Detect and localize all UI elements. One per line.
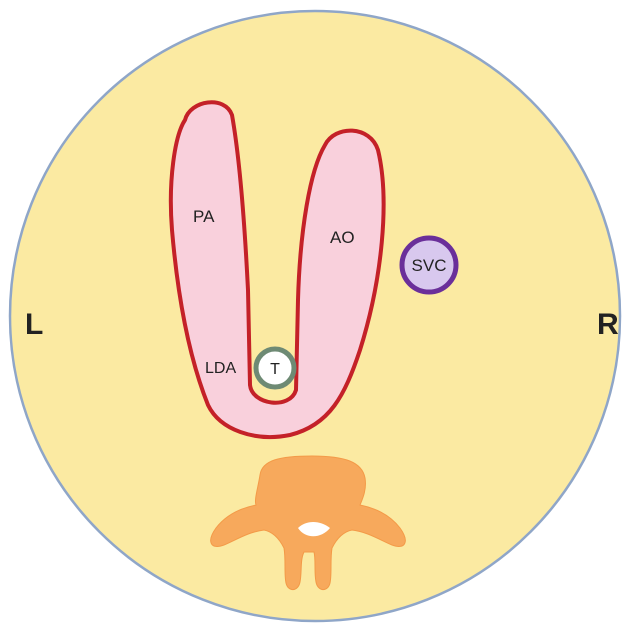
label-right: R <box>597 308 619 341</box>
label-svc: SVC <box>412 256 447 275</box>
label-trachea: T <box>270 361 280 378</box>
label-lda: LDA <box>205 360 236 377</box>
label-ao: AO <box>330 228 355 247</box>
label-pa: PA <box>193 207 215 226</box>
label-left: L <box>25 308 43 341</box>
